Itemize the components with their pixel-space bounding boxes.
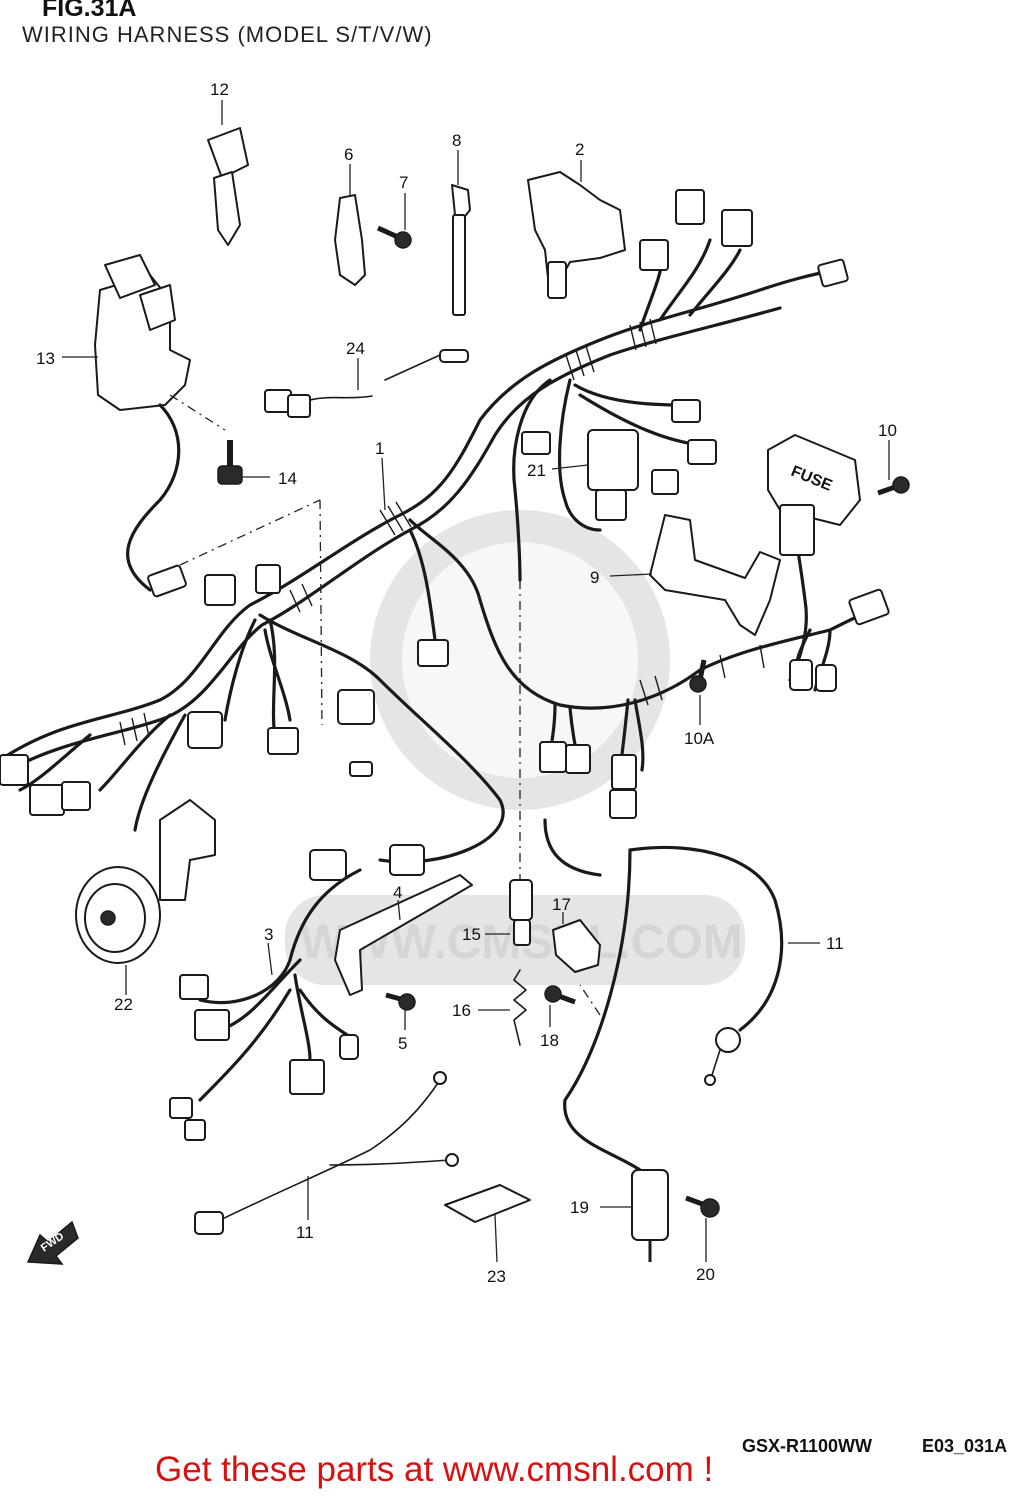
callout-4: 4 [393, 883, 402, 902]
callout-11: 11 [826, 934, 844, 953]
part-10A-bolt [689, 659, 707, 693]
callout-7: 7 [399, 173, 408, 192]
diagram-reference-code: E03_031A [922, 1436, 1008, 1456]
callout-17: 16 [452, 1001, 471, 1020]
leader-lines [62, 100, 890, 1263]
callout-22: 21 [527, 461, 546, 480]
callout-23: 22 [114, 995, 133, 1014]
part-18-cover [552, 919, 601, 973]
callout-3: 3 [264, 925, 273, 944]
part-2-relay-bracket [527, 171, 626, 299]
part-6-clamp [334, 194, 366, 286]
callout-25: 24 [346, 339, 365, 358]
part-22-relay [587, 429, 639, 521]
callout-24: 23 [487, 1267, 506, 1286]
callout-2: 2 [575, 140, 584, 159]
part-16-switch [509, 879, 533, 946]
part-23-horn [75, 799, 216, 964]
figure-subtitle: WIRING HARNESS (MODEL S/T/V/W) [22, 22, 433, 47]
part-7-screw [376, 225, 412, 249]
harness-connectors [0, 189, 890, 881]
part-12-wire-lead [194, 1071, 459, 1235]
callout-6: 6 [344, 145, 353, 164]
callout-16: 15 [462, 925, 481, 944]
part-17-spring [513, 969, 527, 1046]
callout-12: 11 [296, 1223, 314, 1242]
part-11-lead-wire [543, 818, 784, 1086]
part-8-cable-tie [451, 184, 471, 316]
callout-labels: 12 6 7 8 2 13 24 14 1 21 10 9 10A 11 3 4… [36, 80, 897, 1286]
callout-13: 12 [210, 80, 229, 99]
reference-lines [169, 394, 601, 1016]
main-wiring-harness [0, 238, 887, 864]
figure-title: FIG.31A [42, 0, 137, 22]
callout-5: 5 [398, 1034, 407, 1053]
part-19-screw [544, 985, 576, 1005]
part-9-bracket [649, 514, 781, 636]
forward-direction-arrow: FWD [26, 1220, 79, 1265]
part-3-sub-harness [169, 868, 362, 1141]
part-4-bracket [334, 874, 473, 996]
part-24-label [444, 1184, 531, 1223]
part-20-sensor [563, 848, 669, 1262]
callout-15: 14 [278, 469, 297, 488]
fuse-box: FUSE [767, 434, 861, 556]
callout-21: 20 [696, 1265, 715, 1284]
callout-1: 1 [375, 439, 384, 458]
part-21-bolt [685, 1195, 720, 1218]
callout-14: 13 [36, 349, 55, 368]
part-10-screw [877, 476, 910, 496]
callout-8: 8 [452, 131, 461, 150]
diagram-model-code: GSX-R1100WW [742, 1436, 873, 1456]
part-25-wire-lead [264, 349, 469, 418]
purchase-banner-link[interactable]: Get these parts at www.cmsnl.com ! [155, 1450, 714, 1489]
part-15-bolt [217, 440, 243, 485]
callout-18: 17 [552, 895, 571, 914]
callout-9: 9 [590, 568, 599, 587]
callout-10: 10 [878, 421, 897, 440]
part-13-key [207, 127, 249, 246]
callout-20: 19 [570, 1198, 589, 1217]
part-5-screw [385, 992, 416, 1011]
part-14-ignition-switch [94, 254, 191, 592]
callout-10A: 10A [684, 729, 715, 748]
callout-19: 18 [540, 1031, 559, 1050]
